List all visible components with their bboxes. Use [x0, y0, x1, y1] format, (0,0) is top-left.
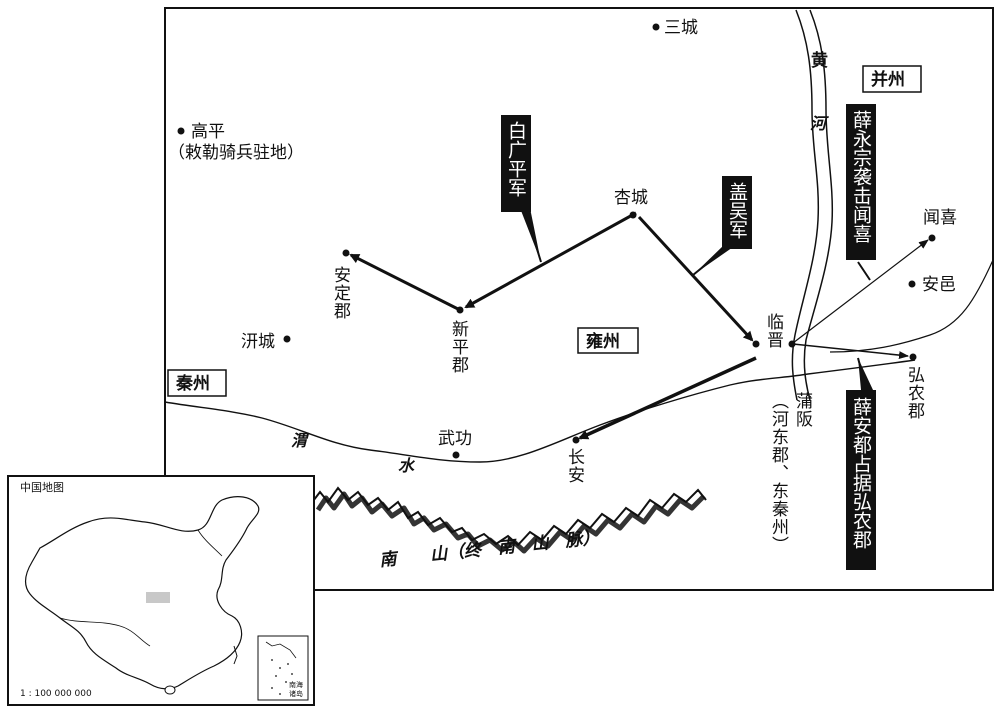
label-hongnong: 弘农郡 — [904, 366, 925, 420]
label-qiancheng: 汧城 — [241, 332, 275, 352]
river-label-yellow-1: 黄 — [811, 50, 828, 71]
label-wenxi: 闻喜 — [923, 208, 957, 228]
pointer-xue-yongzong — [857, 261, 871, 281]
label-anding: 安定郡 — [330, 266, 351, 320]
fen-river — [829, 259, 994, 353]
dot-qiancheng — [283, 335, 291, 343]
nanshan-mountains — [309, 486, 707, 554]
region-yongzhou: 雍州 — [586, 331, 620, 352]
arrow-xingcheng-xinping — [464, 211, 637, 309]
label-gaoping-note: （敕勒骑兵驻地） — [168, 143, 304, 163]
label-puban: 蒲阪 — [792, 392, 813, 428]
army-label-xue-andu: 薛安都占据弘农郡 — [850, 397, 872, 549]
label-xingcheng: 杏城 — [614, 188, 648, 208]
arrow-linjin-changan — [578, 356, 757, 440]
dot-xingcheng — [629, 211, 637, 219]
dot-xinping — [456, 306, 464, 314]
inset-highlight-region — [146, 592, 170, 603]
dot-wenxi — [928, 234, 936, 242]
region-bingzhou: 并州 — [871, 69, 905, 90]
inset-sea-label-2: 诸岛 — [289, 689, 303, 698]
dot-gaoping — [177, 127, 185, 135]
label-sancheng: 三城 — [664, 18, 698, 38]
wei-river — [164, 359, 916, 463]
region-qinzhou: 秦州 — [176, 373, 210, 394]
army-label-baiyan: 白广平军 — [505, 121, 527, 197]
region-box-qinzhou — [167, 369, 227, 397]
dot-hongnong — [909, 353, 917, 361]
label-gaoping: 高平 — [191, 122, 225, 142]
yellow-river-east-bank — [803, 9, 834, 401]
taiwan-island — [233, 645, 238, 665]
inset-sea-label-1: 南海 — [289, 680, 303, 689]
arrow-puban-wenxi — [792, 239, 929, 344]
dot-changan — [572, 436, 580, 444]
inset-china-map: 中国地图 南海 诸岛 1 : 100 000 000 — [7, 475, 315, 706]
river-label-yellow-2: 河 — [810, 114, 829, 133]
army-box-xue-andu — [846, 390, 876, 570]
region-box-bingzhou — [862, 65, 922, 93]
arrow-xinping-anding — [349, 253, 459, 311]
dot-linjin — [752, 340, 760, 348]
dot-anyi — [908, 280, 916, 288]
dot-anding — [342, 249, 350, 257]
army-box-gaiwu — [722, 176, 752, 249]
army-box-baiyan — [501, 115, 531, 212]
label-wugong: 武功 — [438, 429, 472, 449]
label-changan: 长安 — [564, 448, 585, 484]
hainan-island — [164, 685, 176, 695]
label-xinping: 新平郡 — [448, 320, 469, 374]
river-label-wei-2: 水 — [398, 456, 416, 475]
dot-wugong — [452, 451, 460, 459]
army-label-gaiwu: 盖吴军 — [726, 182, 748, 239]
region-box-yongzhou — [577, 327, 639, 354]
dot-sancheng — [652, 23, 660, 31]
river-label-wei-1: 渭 — [291, 431, 310, 450]
label-puban-note: （河东郡、东秦州） — [768, 392, 789, 554]
inset-title: 中国地图 — [20, 481, 64, 494]
label-anyi: 安邑 — [922, 275, 956, 295]
army-label-xue-yongzong: 薛永宗袭击闻喜 — [850, 110, 872, 243]
arrow-puban-hongnong — [792, 343, 909, 360]
inset-scale: 1 : 100 000 000 — [20, 689, 92, 699]
label-linjin: 临晋 — [763, 313, 783, 349]
army-box-xue-yongzong — [846, 104, 876, 260]
dot-puban — [788, 340, 796, 348]
inset-south-sea-box — [257, 635, 309, 701]
yellow-river-west-bank — [791, 9, 820, 401]
arrow-xingcheng-linjin — [637, 215, 754, 342]
